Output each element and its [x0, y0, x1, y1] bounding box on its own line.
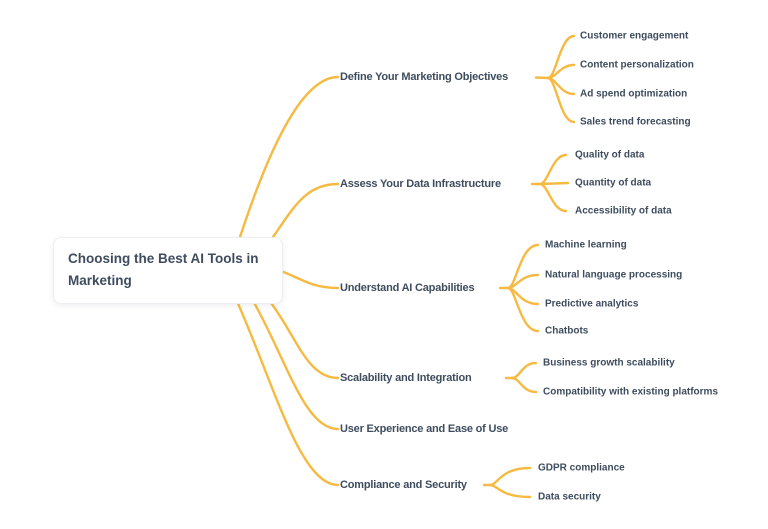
child-quantity-of-data[interactable]: Quantity of data [575, 177, 652, 189]
connector-define-stub [534, 76, 550, 80]
connector-root-to-ai-capabilities [279, 269, 340, 290]
connector-define-child-2 [546, 63, 576, 80]
branch-user-experience[interactable]: User Experience and Ease of Use [340, 423, 509, 435]
connector-assess-child-3 [538, 182, 568, 213]
connector-compliance-child-1 [488, 466, 532, 487]
child-gdpr-compliance[interactable]: GDPR compliance [538, 462, 625, 474]
connector-root-to-define-objectives [238, 75, 340, 239]
connector-capabilities-child-1 [506, 243, 540, 290]
child-sales-trend-forecasting[interactable]: Sales trend forecasting [580, 116, 691, 128]
connector-scalability-child-1 [510, 361, 538, 380]
child-natural-language-processing[interactable]: Natural language processing [545, 269, 683, 281]
root-node[interactable]: Choosing the Best AI Tools in Marketing [53, 237, 283, 304]
child-ad-spend-optimization[interactable]: Ad spend optimization [580, 88, 688, 100]
child-predictive-analytics[interactable]: Predictive analytics [545, 298, 639, 310]
branch-scalability-and-integration[interactable]: Scalability and Integration [340, 372, 472, 384]
connector-assess-child-1 [538, 153, 568, 186]
connector-root-to-user-experience [250, 297, 340, 431]
child-content-personalization[interactable]: Content personalization [580, 59, 694, 71]
connector-root-to-compliance [234, 297, 340, 487]
connector-assess-child-2 [538, 181, 570, 186]
connector-scalability-child-2 [510, 376, 538, 394]
child-quality-of-data[interactable]: Quality of data [575, 149, 645, 161]
connector-compliance-child-2 [488, 483, 532, 499]
child-accessibility-of-data[interactable]: Accessibility of data [575, 205, 672, 217]
connector-define-child-1 [546, 34, 576, 80]
connector-root-to-assess-data [271, 182, 340, 239]
connector-define-child-4 [546, 76, 576, 124]
child-data-security[interactable]: Data security [538, 491, 601, 503]
branch-define-marketing-objectives[interactable]: Define Your Marketing Objectives [340, 71, 509, 83]
connector-root-to-scalability [266, 297, 340, 380]
branch-compliance-and-security[interactable]: Compliance and Security [340, 479, 467, 491]
child-compatibility-existing-platforms[interactable]: Compatibility with existing platforms [543, 386, 719, 398]
branch-understand-ai-capabilities[interactable]: Understand AI Capabilities [340, 282, 475, 294]
child-business-growth-scalability[interactable]: Business growth scalability [543, 357, 675, 369]
child-machine-learning[interactable]: Machine learning [545, 239, 627, 251]
connector-capabilities-child-4 [506, 286, 540, 333]
child-chatbots[interactable]: Chatbots [545, 325, 589, 337]
branch-assess-data-infrastructure[interactable]: Assess Your Data Infrastructure [340, 178, 501, 190]
child-customer-engagement[interactable]: Customer engagement [580, 30, 689, 42]
